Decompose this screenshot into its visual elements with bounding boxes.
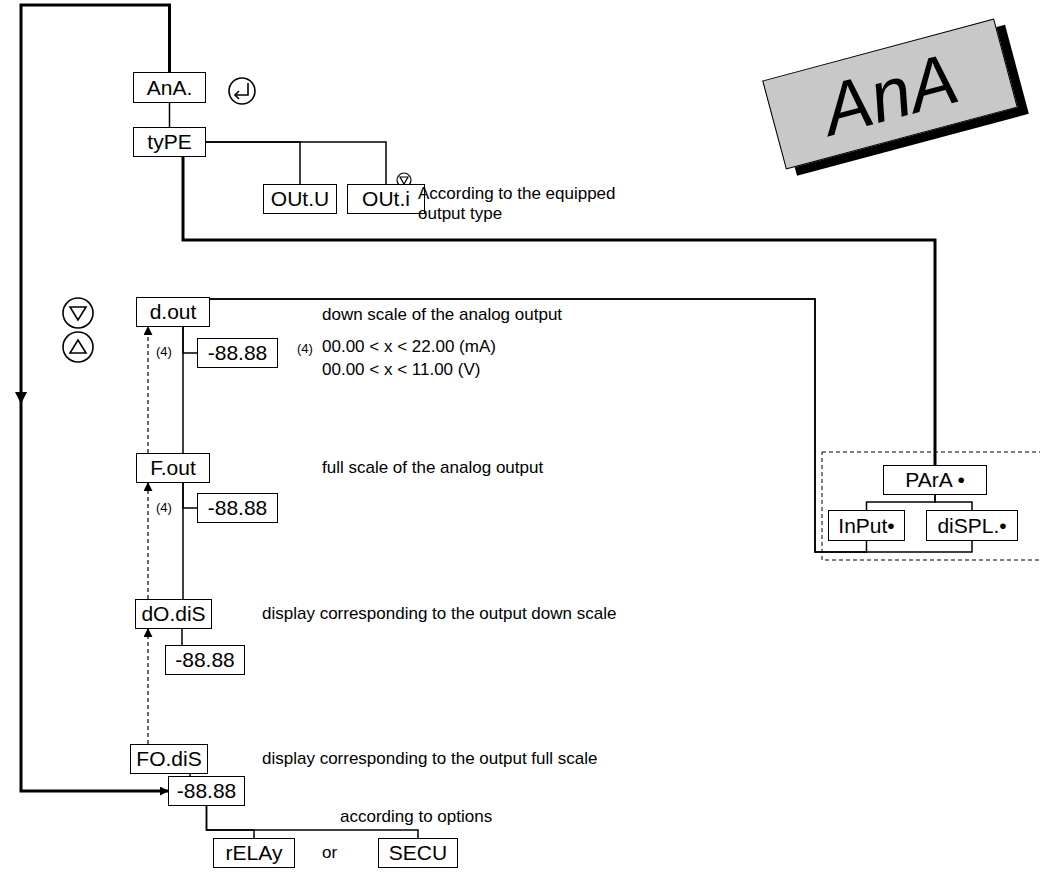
connector-line — [183, 327, 197, 353]
connector-line — [181, 629, 183, 645]
connector-line — [935, 495, 972, 510]
box-text: SECU — [389, 841, 447, 865]
value-box: -88.88 — [197, 493, 278, 523]
box-text: -88.88 — [208, 496, 268, 520]
note-text: According to the equipped output type — [418, 184, 633, 225]
connector-line — [182, 483, 184, 599]
menu-box: dO.diS — [135, 599, 212, 629]
dashed-arrow — [147, 629, 148, 744]
note-text: down scale of the analog output — [322, 305, 562, 325]
menu-box: rELAy — [213, 838, 295, 868]
footnote-ref: (4) — [297, 341, 313, 357]
box-text: rELAy — [226, 841, 283, 865]
menu-box: AnA. — [133, 72, 206, 103]
connector-line — [183, 483, 197, 508]
connector-line — [21, 5, 170, 791]
enter-key-symbol — [229, 78, 255, 104]
connector-line — [206, 142, 386, 184]
footnote-ref: (4) — [156, 344, 172, 360]
down-up-keys-symbol — [63, 298, 93, 362]
value-box: -88.88 — [165, 645, 245, 675]
box-text: OUt.U — [271, 187, 329, 211]
menu-box: F.out — [136, 453, 210, 483]
box-text: -88.88 — [175, 648, 235, 672]
box-text: d.out — [150, 300, 197, 324]
note-text: display corresponding to the output full… — [262, 749, 597, 769]
connector-line — [867, 495, 936, 510]
connector-line — [169, 103, 171, 127]
connector-line — [183, 157, 935, 465]
box-text: dO.diS — [141, 602, 205, 626]
footnote-ref: (4) — [156, 500, 172, 516]
value-box: -88.88 — [168, 776, 245, 806]
dashed-arrow — [147, 483, 148, 599]
menu-box: d.out — [136, 297, 210, 327]
note-text: display corresponding to the output down… — [262, 604, 616, 624]
connector-line — [210, 299, 972, 552]
range-text: 00.00 < x < 11.00 (V) — [322, 360, 480, 380]
note-text: according to options — [340, 807, 492, 827]
box-text: diSPL.• — [937, 514, 1006, 538]
box-text: FO.diS — [136, 747, 201, 771]
value-box: -88.88 — [197, 338, 278, 368]
menu-title-badge: AnA — [762, 19, 1018, 170]
connector-line — [206, 142, 300, 184]
menu-box: InPut• — [828, 510, 905, 541]
menu-box: FO.diS — [130, 744, 208, 774]
range-text: 00.00 < x < 22.00 (mA) — [322, 337, 496, 357]
box-text: tyPE — [147, 130, 191, 154]
box-text: OUt.i — [362, 187, 410, 211]
dashed-arrow — [147, 327, 148, 453]
box-text: PArA • — [905, 468, 964, 492]
box-text: -88.88 — [208, 341, 268, 365]
connector-line — [182, 327, 184, 453]
box-text: InPut• — [838, 514, 894, 538]
note-text: or — [322, 843, 337, 863]
connector-line — [210, 299, 867, 552]
badge-title: AnA — [814, 37, 967, 151]
option-box: OUt.i — [347, 184, 425, 214]
menu-box: SECU — [378, 838, 458, 868]
box-text: F.out — [150, 456, 196, 480]
connector-line — [207, 806, 255, 838]
note-text: full scale of the analog output — [322, 458, 543, 478]
menu-box: PArA • — [883, 465, 987, 495]
option-box: OUt.U — [263, 184, 337, 214]
box-text: AnA. — [147, 76, 193, 100]
dashed-group-frame — [822, 452, 1040, 560]
menu-box: diSPL.• — [926, 510, 1018, 541]
box-text: -88.88 — [177, 779, 237, 803]
menu-box: tyPE — [133, 127, 206, 157]
